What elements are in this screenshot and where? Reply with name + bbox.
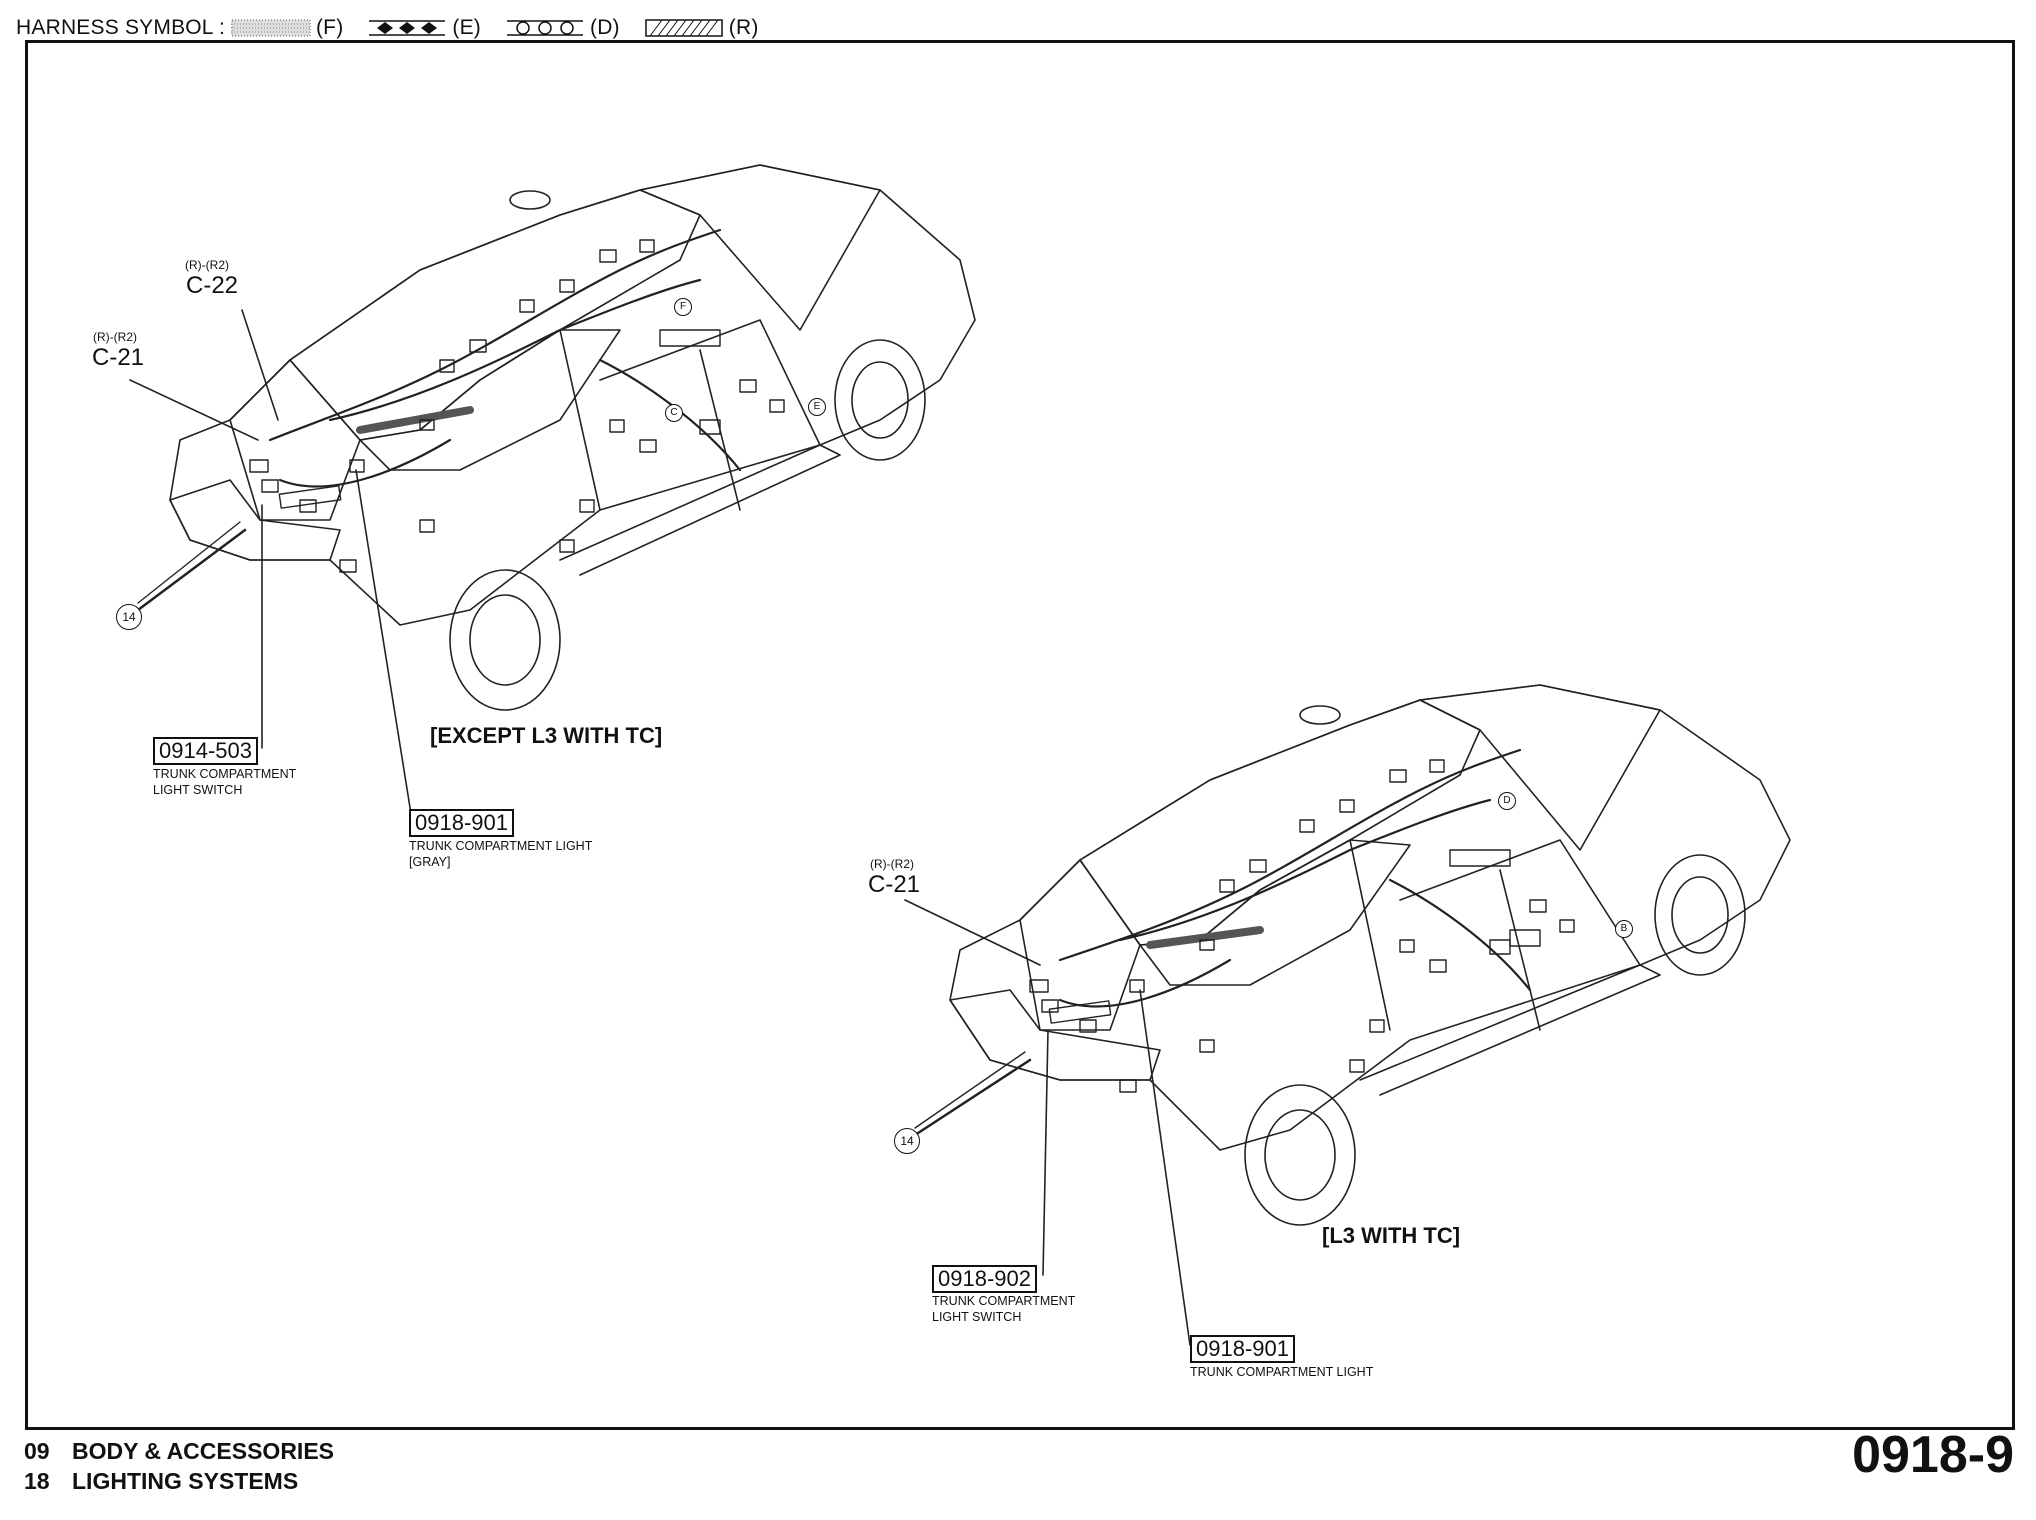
leader-bottom-ground <box>913 1058 1032 1137</box>
ground-point-14-bottom: 14 <box>894 1128 920 1154</box>
leader-bottom-c21 <box>904 899 1041 966</box>
leader-top-light <box>355 469 413 821</box>
car-top-side-sill <box>559 444 841 576</box>
leader-bottom-light <box>1139 989 1191 1346</box>
legend-code-r: (R) <box>728 16 759 39</box>
footer-subsection-number: 18 <box>24 1468 50 1494</box>
car-bottom-harness-main <box>1058 748 1532 1008</box>
car-top-connectors <box>249 239 785 573</box>
circle-harness-symbol <box>507 20 583 36</box>
leader-top-c22 <box>241 309 279 421</box>
legend-title: HARNESS SYMBOL : <box>16 16 225 39</box>
part-desc-0914-503-line2: LIGHT SWITCH <box>153 783 243 797</box>
c21-bottom-sub-label: (R)-(R2) <box>870 857 914 871</box>
c22-connector-label: C-22 <box>186 272 239 299</box>
legend-code-d: (D) <box>590 16 620 39</box>
car-top-windshield <box>639 164 881 331</box>
part-desc-0918-901-top-line2: [GRAY] <box>409 855 451 869</box>
car-bottom-front-wheel <box>1654 854 1746 976</box>
car-bottom-rear-window <box>1139 839 1411 986</box>
part-desc-0918-901-top: TRUNK COMPARTMENT LIGHT [GRAY] <box>409 838 592 870</box>
leader-top-ground-2 <box>137 521 241 604</box>
car-top-harness-hatched <box>356 406 474 434</box>
leader-top-c21 <box>129 379 259 441</box>
dotted-harness-symbol <box>230 19 311 37</box>
part-desc-0918-901-top-line1: TRUNK COMPARTMENT LIGHT <box>409 839 593 853</box>
car-top-rear-wheel <box>449 569 561 711</box>
legend-code-f: (F) <box>315 16 344 39</box>
leader-bottom-switch <box>1042 1029 1049 1276</box>
marker-bottom-b: B <box>1615 920 1633 938</box>
part-desc-0918-902-line1: TRUNK COMPARTMENT <box>932 1294 1076 1308</box>
car-bottom-rear-wheel <box>1244 1084 1356 1226</box>
marker-top-c: C <box>665 404 683 422</box>
car-top-rear-bumper <box>169 479 341 561</box>
legend-code-e: (E) <box>452 16 481 39</box>
marker-top-e: E <box>808 398 826 416</box>
car-bottom-harness-hatched <box>1146 926 1264 949</box>
legend-item-d: (D) <box>505 16 638 40</box>
footer-subsection-title: LIGHTING SYSTEMS <box>72 1468 299 1494</box>
car-top-trunk-lid <box>229 359 361 521</box>
part-code-0918-901-bottom: 0918-901 <box>1190 1335 1295 1363</box>
footer-section-title: BODY & ACCESSORIES <box>72 1438 334 1464</box>
diamond-harness-symbol <box>369 20 446 36</box>
hatched-harness-symbol <box>645 19 723 37</box>
c21-top-connector-label: C-21 <box>92 344 145 371</box>
part-code-0914-503: 0914-503 <box>153 737 258 765</box>
c21-bottom-connector-label: C-21 <box>868 871 921 898</box>
footer-line-1: 09 BODY & ACCESSORIES <box>24 1436 334 1466</box>
legend-item-e: (E) <box>367 16 499 40</box>
variant-label-top: [EXCEPT L3 WITH TC] <box>430 723 663 748</box>
part-desc-0914-503-line1: TRUNK COMPARTMENT <box>153 767 297 781</box>
part-desc-0918-901-bottom-line1: TRUNK COMPARTMENT LIGHT <box>1190 1365 1374 1379</box>
car-bottom-connectors <box>1029 759 1575 1093</box>
car-bottom-doors <box>1349 839 1641 1031</box>
car-bottom-front-wheel-inner <box>1671 876 1729 954</box>
harness-symbol-legend: HARNESS SYMBOL : (F) (E) (D) <box>16 8 783 48</box>
c21-top-sub-label: (R)-(R2) <box>93 330 137 344</box>
leader-bottom-ground-2 <box>914 1051 1026 1129</box>
legend-item-r: (R) <box>644 16 777 40</box>
ground-point-14-top: 14 <box>116 604 142 630</box>
car-top-rear-wheel-inner <box>469 594 541 686</box>
car-top-except-l3-with-tc <box>169 164 976 711</box>
marker-top-f: F <box>674 298 692 316</box>
leader-top-ground <box>136 528 247 612</box>
car-bottom-mirror <box>1299 705 1341 725</box>
car-bottom-rear-wheel-inner <box>1264 1109 1336 1201</box>
car-top-front-wheel-inner <box>851 361 909 439</box>
footer-section-number: 09 <box>24 1438 50 1464</box>
variant-label-bottom: [L3 WITH TC] <box>1322 1223 1461 1248</box>
part-code-0918-902: 0918-902 <box>932 1265 1037 1293</box>
car-bottom-l3-with-tc <box>949 684 1791 1226</box>
part-code-0918-901-top: 0918-901 <box>409 809 514 837</box>
c22-sub-label: (R)-(R2) <box>185 258 229 272</box>
footer-line-2: 18 LIGHTING SYSTEMS <box>24 1466 334 1496</box>
car-top-front-wheel <box>834 339 926 461</box>
car-bottom-side-sill <box>1359 964 1661 1096</box>
marker-bottom-d: D <box>1498 792 1516 810</box>
legend-item-f: (F) <box>230 16 361 40</box>
car-top-roof <box>289 189 701 441</box>
part-desc-0918-901-bottom: TRUNK COMPARTMENT LIGHT <box>1190 1364 1373 1380</box>
car-bottom-trunk-lid <box>1019 859 1141 1031</box>
part-desc-0918-902: TRUNK COMPARTMENT LIGHT SWITCH <box>932 1293 1075 1325</box>
page-number: 0918-9 <box>1852 1426 2014 1484</box>
part-desc-0914-503: TRUNK COMPARTMENT LIGHT SWITCH <box>153 766 296 798</box>
diagram-frame <box>25 40 2015 1430</box>
car-top-mirror <box>509 190 551 210</box>
part-desc-0918-902-line2: LIGHT SWITCH <box>932 1310 1022 1324</box>
section-footer: 09 BODY & ACCESSORIES 18 LIGHTING SYSTEMS <box>24 1436 334 1496</box>
car-bottom-rear-bumper <box>949 989 1161 1081</box>
car-top-harness-main <box>268 228 742 488</box>
car-bottom-windshield <box>1419 684 1661 851</box>
